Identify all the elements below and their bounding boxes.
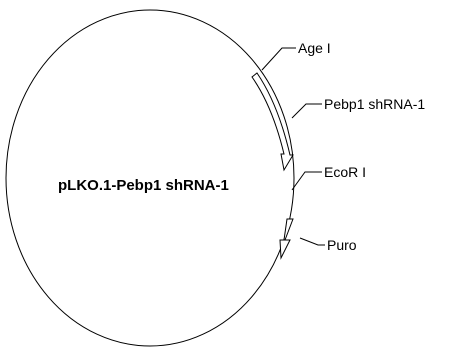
pebp1-shrna-leader	[291, 103, 322, 119]
age-i-label: Age I	[298, 40, 331, 56]
plasmid-circle	[5, 9, 295, 347]
ecor-i-leader	[291, 171, 322, 191]
age-i-leader	[261, 47, 296, 71]
ecor-i-label: EcoR I	[324, 164, 366, 180]
pebp1-shrna-label: Pebp1 shRNA-1	[324, 96, 425, 112]
plasmid-name-label: pLKO.1-Pebp1 shRNA-1	[58, 177, 229, 194]
shrna-insert-arrow	[251, 72, 294, 172]
puro-leader	[299, 237, 325, 246]
puro-arrow	[279, 218, 294, 260]
puro-label: Puro	[327, 237, 357, 253]
